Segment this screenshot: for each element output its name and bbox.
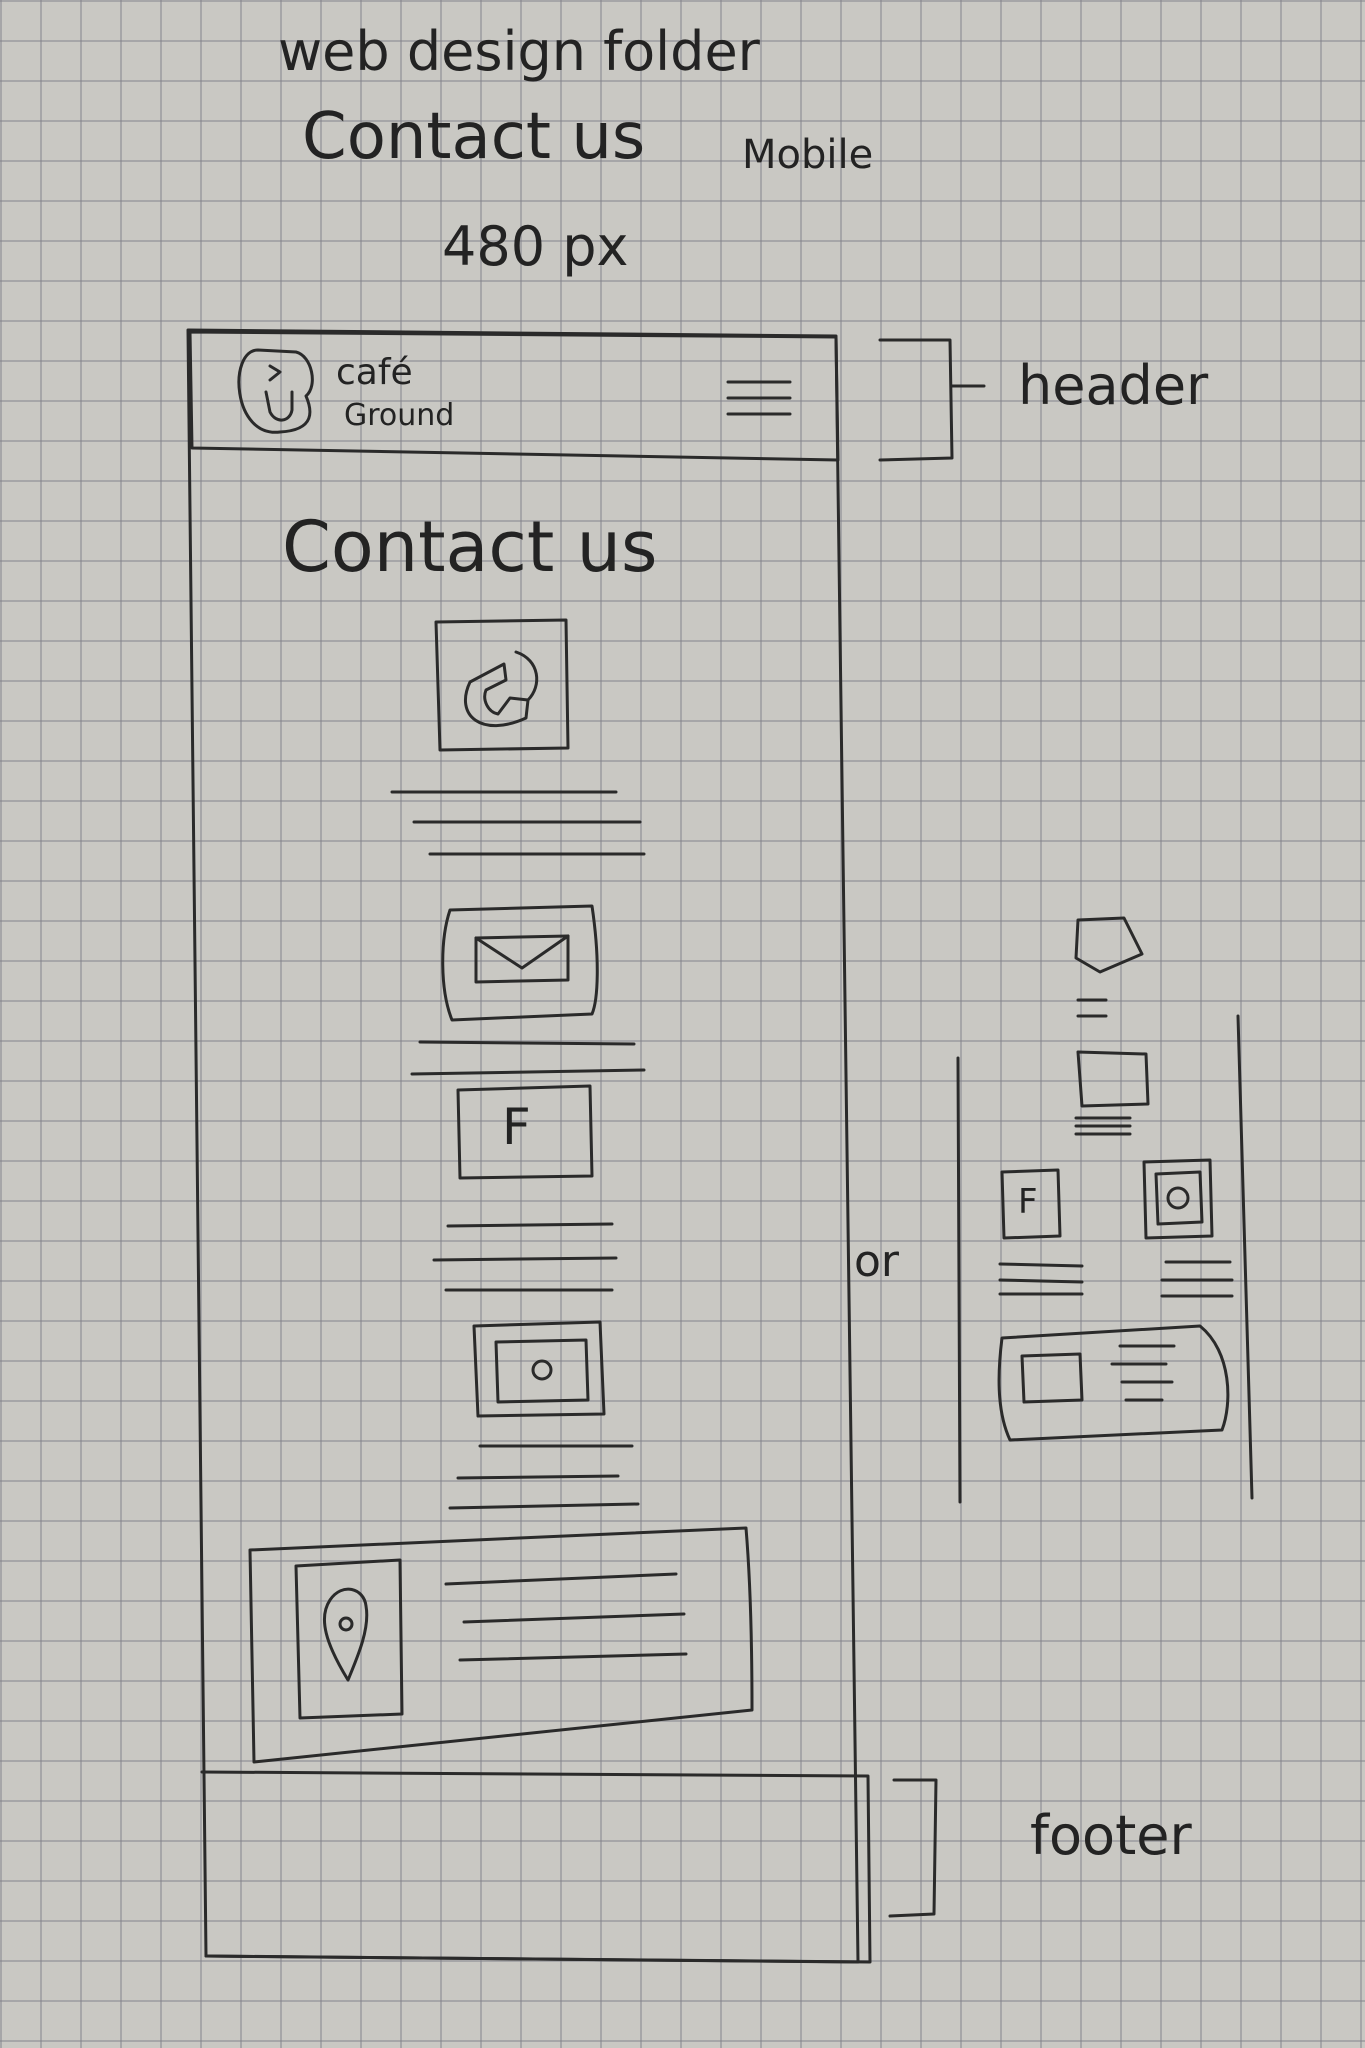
page-heading: Contact us bbox=[282, 506, 658, 588]
mail-text-lines bbox=[410, 1040, 646, 1076]
alt-mail-icon bbox=[1076, 1050, 1150, 1108]
alt-mail-text-lines bbox=[1074, 1116, 1132, 1136]
hamburger-menu-icon bbox=[726, 380, 792, 416]
logo-text-line2: Ground bbox=[344, 398, 455, 433]
alt-instagram-icon bbox=[1142, 1158, 1214, 1240]
footer-annotation: footer bbox=[1030, 1804, 1192, 1867]
alt-phone-icon bbox=[1074, 916, 1144, 974]
footer-box bbox=[200, 1770, 872, 1964]
note-folder: web design folder bbox=[278, 20, 760, 83]
mail-icon bbox=[441, 904, 599, 1022]
alt-facebook-glyph: F bbox=[1018, 1182, 1038, 1222]
alt-facebook-icon bbox=[1000, 1168, 1062, 1240]
instagram-text-lines bbox=[448, 1444, 640, 1510]
header-box bbox=[188, 330, 840, 462]
alt-location-card bbox=[997, 1324, 1230, 1442]
or-annotation: or bbox=[854, 1236, 900, 1287]
facebook-glyph: F bbox=[502, 1098, 531, 1156]
alt-layout-frame bbox=[956, 1014, 1254, 1504]
note-page-name: Contact us bbox=[302, 100, 646, 174]
location-card bbox=[248, 1526, 754, 1764]
instagram-icon bbox=[472, 1320, 606, 1418]
note-device: Mobile bbox=[742, 132, 874, 178]
note-width: 480 px bbox=[442, 215, 629, 278]
facebook-icon bbox=[456, 1084, 594, 1180]
header-annotation: header bbox=[1018, 354, 1209, 417]
facebook-text-lines bbox=[432, 1222, 618, 1292]
logo-text-line1: café bbox=[336, 352, 413, 393]
logo-icon bbox=[237, 348, 314, 434]
header-bracket bbox=[878, 338, 954, 462]
phone-text-lines bbox=[390, 790, 646, 856]
alt-instagram-text-lines bbox=[1160, 1260, 1234, 1298]
phone-icon bbox=[434, 618, 570, 752]
alt-facebook-text-lines bbox=[998, 1262, 1084, 1296]
alt-phone-text-lines bbox=[1076, 998, 1108, 1018]
footer-bracket bbox=[888, 1778, 938, 1918]
